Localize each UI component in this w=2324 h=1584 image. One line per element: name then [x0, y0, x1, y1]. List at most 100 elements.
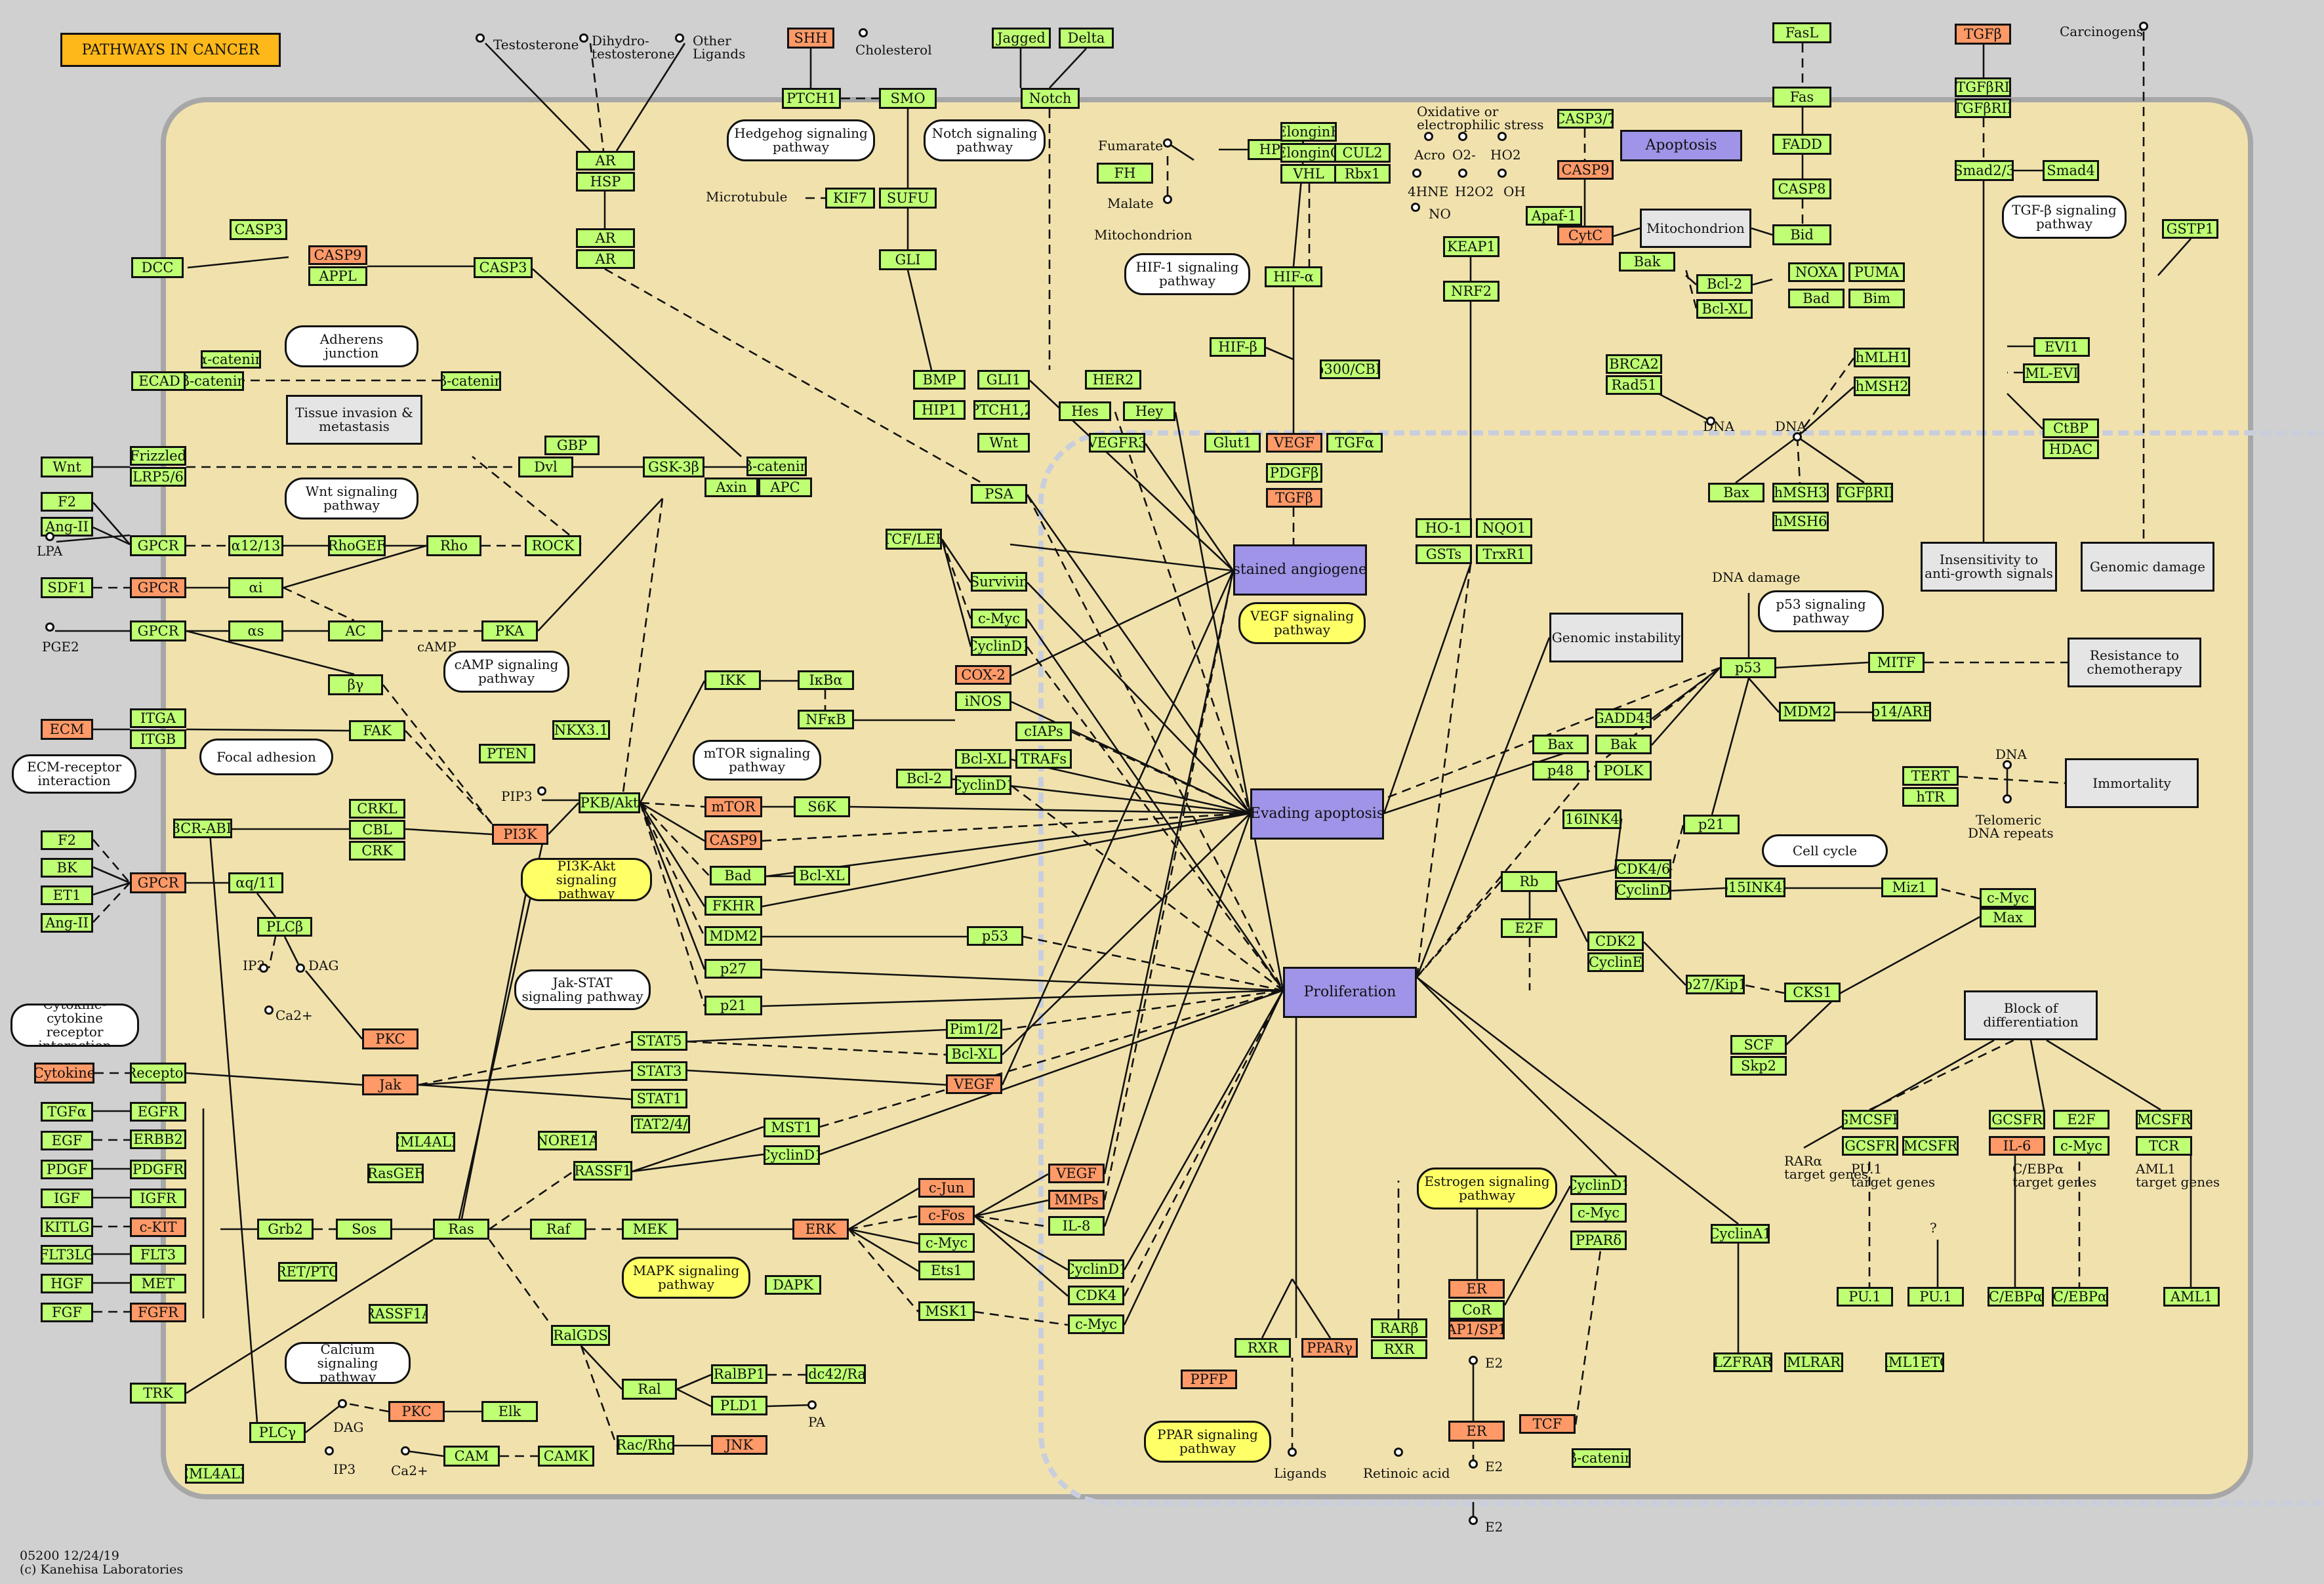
gene-node[interactable]: Bcl-2 — [896, 769, 952, 788]
gene-node[interactable]: PPARδ — [1570, 1230, 1627, 1250]
compound-circle[interactable] — [296, 964, 305, 973]
gene-node[interactable]: PDGFβ — [1266, 463, 1322, 483]
gene-node[interactable]: Miz1 — [1881, 878, 1938, 897]
gene-node[interactable]: Hey — [1123, 401, 1175, 421]
compound-circle[interactable] — [1498, 132, 1507, 141]
gene-node[interactable]: Bcl-XL — [955, 749, 1011, 769]
gene-node[interactable]: NFκB — [798, 710, 854, 729]
gene-node[interactable]: STAT5 — [631, 1031, 687, 1051]
gene-node[interactable]: Wnt — [977, 433, 1030, 453]
gene-node[interactable]: GBP — [544, 436, 600, 455]
pathway-link-node[interactable]: p53 signaling pathway — [1758, 590, 1884, 632]
gene-node[interactable]: RalBP1 — [711, 1364, 767, 1384]
gene-node[interactable]: DCC — [131, 257, 184, 278]
gene-node[interactable]: Jagged — [992, 28, 1051, 49]
gene-node[interactable]: hTR — [1902, 787, 1959, 807]
gene-node[interactable]: PMLRARα — [1784, 1352, 1843, 1372]
outcome-node[interactable]: Mitochondrion — [1640, 209, 1751, 248]
gene-node[interactable]: PPFP — [1181, 1370, 1237, 1389]
gene-node[interactable]: Rac/Rho — [617, 1435, 674, 1455]
gene-node[interactable]: Raf — [530, 1219, 586, 1240]
gene-node[interactable]: TGFβRI — [1955, 77, 2011, 97]
gene-node[interactable]: AML1 — [2163, 1287, 2220, 1307]
compound-circle[interactable] — [579, 33, 588, 43]
gene-node[interactable]: KEAP1 — [1443, 236, 1499, 257]
gene-node[interactable]: IL-8 — [1048, 1216, 1105, 1236]
gene-node[interactable]: CRK — [349, 841, 405, 861]
gene-node[interactable]: Bcl-2 — [1696, 274, 1753, 294]
gene-node[interactable]: GPCR — [130, 620, 186, 641]
pathway-link-node[interactable]: Adherens junction — [285, 325, 418, 367]
compound-circle[interactable] — [325, 1446, 334, 1455]
gene-node[interactable]: α12/13 — [228, 535, 283, 556]
pathway-link-node[interactable]: cAMP signaling pathway — [443, 651, 569, 693]
gene-node[interactable]: c-Myc — [1068, 1314, 1124, 1334]
gene-node[interactable]: PPARγ — [1301, 1338, 1358, 1358]
gene-node[interactable]: Notch — [1021, 88, 1080, 109]
gene-node[interactable]: β-catenin — [441, 371, 501, 391]
gene-node[interactable]: FLT3LG — [41, 1245, 93, 1265]
gene-node[interactable]: CAMK — [538, 1446, 594, 1467]
gene-node[interactable]: ElonginC — [1280, 143, 1337, 163]
gene-node[interactable]: βγ — [328, 674, 383, 695]
gene-node[interactable]: ROCK — [525, 535, 581, 556]
gene-node[interactable]: MDM2 — [704, 926, 762, 946]
outcome-node[interactable]: Genomic instability — [1549, 613, 1683, 662]
gene-node[interactable]: Bak — [1619, 252, 1675, 272]
gene-node[interactable]: STAT2/4/6 — [631, 1115, 690, 1133]
compound-circle[interactable] — [1469, 1516, 1478, 1525]
gene-node[interactable]: RXR — [1371, 1339, 1427, 1359]
gene-node[interactable]: NKX3.1 — [552, 720, 610, 740]
gene-node[interactable]: αq/11 — [228, 872, 283, 893]
gene-node[interactable]: RARβ — [1371, 1318, 1427, 1338]
gene-node[interactable]: Frizzled — [130, 446, 186, 466]
gene-node[interactable]: Dvl — [518, 457, 573, 477]
pathway-link-node[interactable]: TGF-β signaling pathway — [2002, 195, 2127, 239]
gene-node[interactable]: TrxR1 — [1476, 544, 1532, 564]
gene-node[interactable]: cIAPs — [1015, 721, 1072, 741]
pathway-link-node[interactable]: Estrogen signaling pathway — [1417, 1168, 1557, 1209]
gene-node[interactable]: MCSFR — [2136, 1110, 2192, 1129]
gene-node[interactable]: HER2 — [1085, 370, 1141, 390]
gene-node[interactable]: Bax — [1708, 483, 1764, 502]
gene-node[interactable]: p48 — [1532, 761, 1589, 781]
gene-node[interactable]: Grb2 — [257, 1219, 314, 1240]
pathway-link-node[interactable]: Jak-STAT signaling pathway — [514, 969, 651, 1010]
gene-node[interactable]: RASSF1 — [573, 1161, 632, 1181]
compound-circle[interactable] — [1412, 169, 1421, 178]
gene-node[interactable]: IKK — [704, 670, 761, 690]
gene-node[interactable]: Rad51 — [1606, 375, 1662, 395]
gene-node[interactable]: TRAFs — [1015, 749, 1072, 769]
gene-node[interactable]: S6K — [794, 796, 850, 817]
gene-node[interactable]: TGFβ — [1955, 24, 2011, 45]
gene-node[interactable]: CRKL — [349, 799, 405, 819]
gene-node[interactable]: ElonginB — [1280, 122, 1337, 142]
gene-node[interactable]: CASP9 — [308, 245, 367, 265]
gene-node[interactable]: FGFR — [130, 1303, 186, 1322]
gene-node[interactable]: FLT3 — [130, 1245, 186, 1265]
compound-circle[interactable] — [1469, 1356, 1478, 1365]
outcome-node[interactable]: Genomic damage — [2081, 542, 2214, 592]
gene-node[interactable]: CDK4 — [1068, 1286, 1124, 1305]
gene-node[interactable]: p27 — [704, 959, 762, 979]
gene-node[interactable]: c-Jun — [918, 1178, 975, 1198]
gene-node[interactable]: VEGF — [1266, 433, 1322, 453]
gene-node[interactable]: Skp2 — [1730, 1056, 1787, 1076]
gene-node[interactable]: GSTs — [1416, 544, 1472, 564]
gene-node[interactable]: BK — [41, 858, 93, 878]
gene-node[interactable]: CyclinA1 — [1711, 1224, 1770, 1244]
gene-node[interactable]: p16INK4a — [1562, 809, 1621, 829]
gene-node[interactable]: c-Myc — [2053, 1136, 2110, 1156]
gene-node[interactable]: Bax — [1532, 735, 1589, 754]
gene-node[interactable]: IκBα — [798, 670, 854, 690]
gene-node[interactable]: HSP — [576, 172, 635, 192]
gene-node[interactable]: GADD45 — [1595, 708, 1652, 728]
gene-node[interactable]: p21 — [1683, 815, 1740, 834]
gene-node[interactable]: CASP3/7 — [1557, 109, 1614, 129]
gene-node[interactable]: RASSF1A — [369, 1304, 428, 1324]
gene-node[interactable]: NOXA — [1788, 262, 1845, 282]
pathway-link-node[interactable]: MAPK signaling pathway — [622, 1257, 750, 1299]
gene-node[interactable]: IGFR — [130, 1188, 186, 1208]
gene-node[interactable]: Ral — [622, 1379, 677, 1400]
compound-circle[interactable] — [807, 1400, 817, 1410]
